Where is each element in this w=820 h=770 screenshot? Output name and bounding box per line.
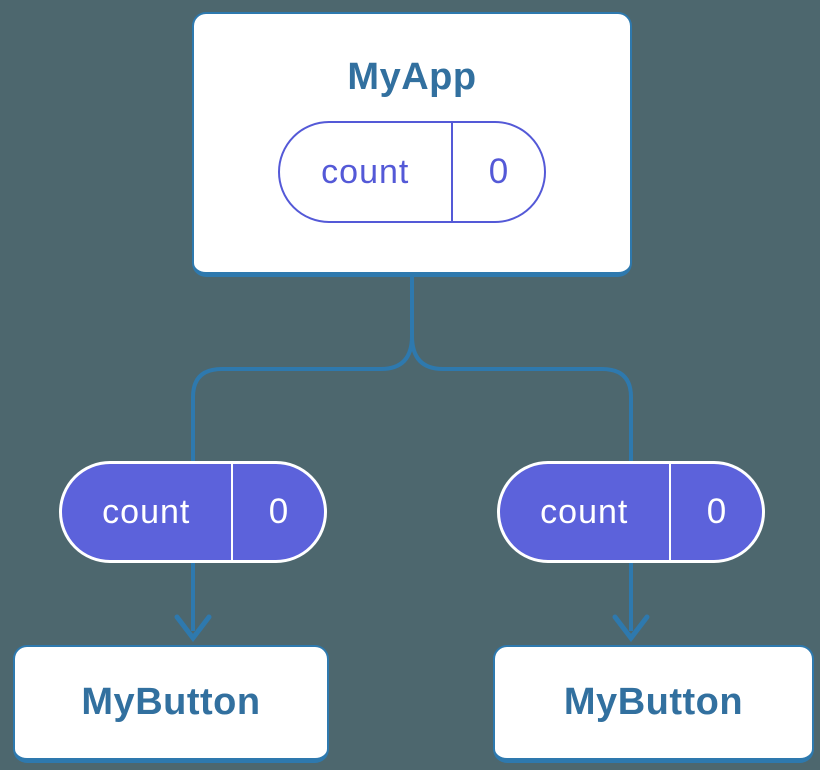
state-value: 0 — [268, 492, 289, 531]
root-node-title: MyApp — [347, 56, 477, 98]
state-pill-divider — [668, 464, 671, 560]
state-value: 0 — [706, 492, 727, 531]
child-node-title: MyButton — [81, 681, 261, 723]
child-node-left: MyButton — [13, 645, 329, 763]
child-state-pill-right: count 0 — [497, 461, 765, 563]
state-pill-divider — [230, 464, 233, 560]
connector-left-branch — [191, 276, 414, 631]
child-state-pill-left: count 0 — [59, 461, 327, 563]
connector-right-branch — [410, 276, 633, 631]
root-state-pill: count 0 — [278, 121, 546, 223]
arrow-down-icon — [612, 614, 650, 643]
child-node-title: MyButton — [563, 681, 744, 723]
state-value: 0 — [488, 152, 509, 191]
state-label: count — [321, 152, 410, 191]
state-label: count — [540, 492, 629, 531]
state-pill-divider — [450, 123, 453, 221]
arrow-down-icon — [174, 614, 212, 643]
state-label: count — [102, 492, 191, 531]
root-node: MyApp count 0 — [192, 12, 632, 277]
child-node-right: MyButton — [493, 645, 814, 763]
